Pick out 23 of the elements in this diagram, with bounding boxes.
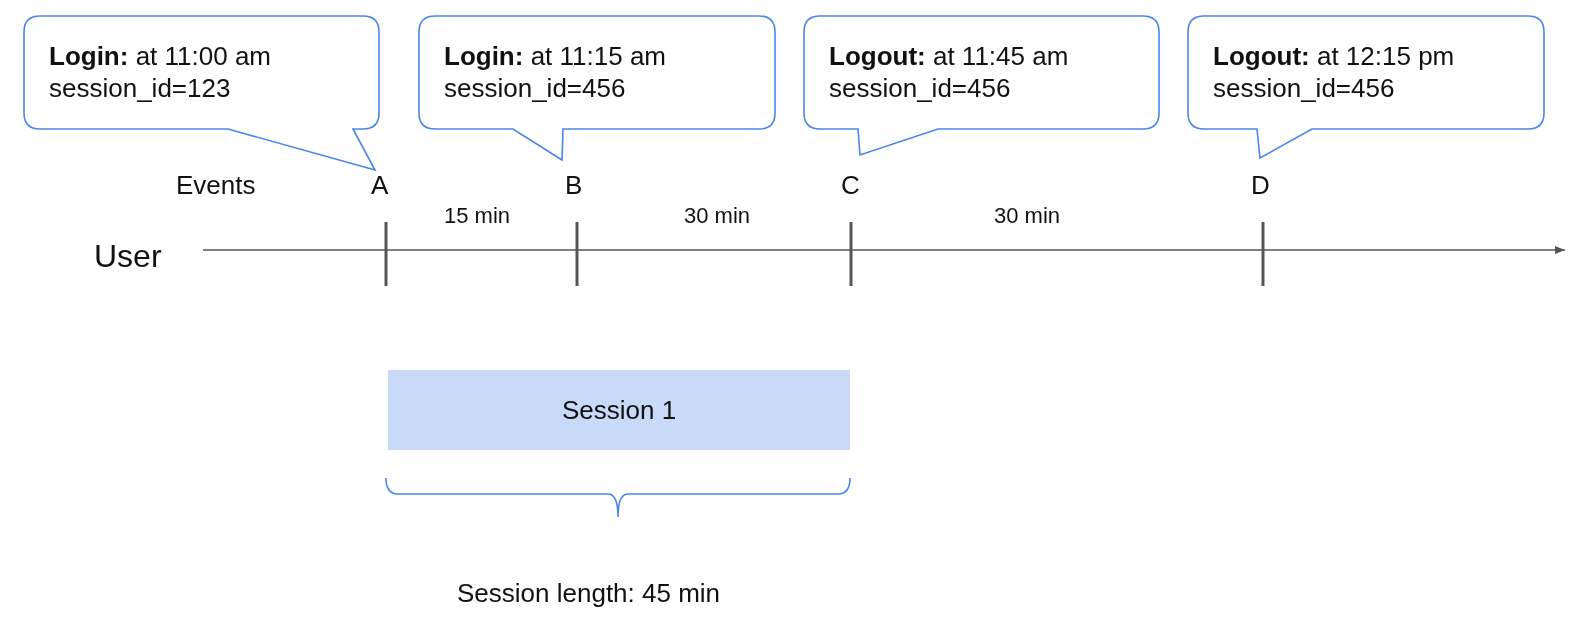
speech-bubble [418, 15, 776, 162]
event-letter: B [565, 170, 583, 201]
interval-label: 30 min [994, 203, 1061, 229]
speech-bubble [1187, 15, 1545, 160]
session-id: session_id=456 [1213, 73, 1395, 103]
events-label: Events [176, 170, 256, 201]
event-title: Login: at 11:15 am [444, 41, 667, 71]
event-title: Login: at 11:00 am [49, 41, 272, 71]
session-id: session_id=456 [829, 73, 1011, 103]
interval-label: 30 min [684, 203, 751, 229]
session-length-label: Session length: 45 min [457, 578, 721, 609]
event-title: Logout: at 12:15 pm [1213, 41, 1455, 71]
session-id: session_id=456 [444, 73, 626, 103]
event-letter: A [371, 170, 389, 201]
event-letter: D [1251, 170, 1270, 201]
speech-bubble [803, 15, 1160, 157]
event-title: Logout: at 11:45 am [829, 41, 1069, 71]
interval-label: 15 min [444, 203, 511, 229]
session-id: session_id=123 [49, 73, 231, 103]
speech-bubble [23, 15, 380, 172]
user-label: User [94, 238, 162, 275]
session-band: Session 1 [388, 370, 850, 450]
event-letter: C [841, 170, 860, 201]
